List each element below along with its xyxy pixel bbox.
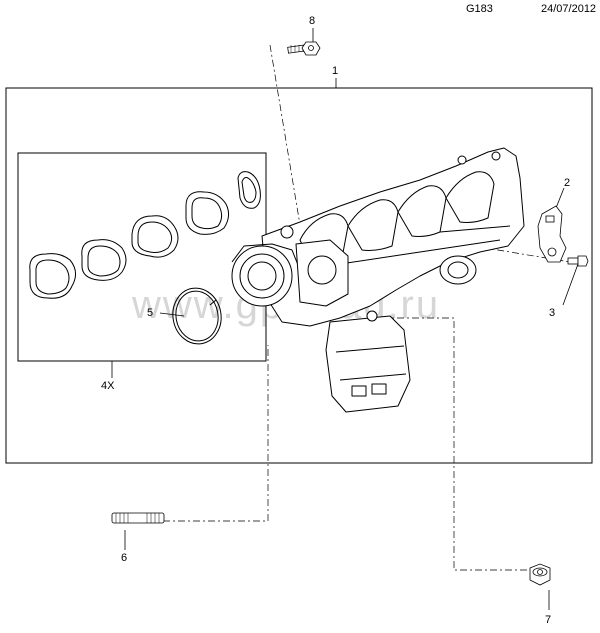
callout-2: 2 [564,177,570,189]
screw-3-icon [567,255,589,267]
callout-8: 8 [309,15,315,27]
assembly-frame [5,87,593,464]
sensor-2-icon [537,205,567,263]
callout-3: 3 [549,307,555,319]
nut-7-icon [529,563,551,586]
diagram-code: G183 [466,3,493,15]
gasket-set-icon [29,171,261,299]
gasket-kit-frame [17,152,267,362]
leader-lines [111,28,579,610]
callout-5: 5 [147,307,153,319]
callout-4x: 4X [101,380,115,392]
diagram-date: 24/07/2012 [541,3,597,15]
stud-6-icon [111,512,165,524]
callout-7: 7 [545,614,551,626]
callout-6: 6 [121,552,127,564]
callout-1: 1 [332,65,338,77]
intake-manifold-icon [231,147,525,413]
o-ring-5-icon [172,287,222,345]
bolt-8-icon [287,41,321,56]
